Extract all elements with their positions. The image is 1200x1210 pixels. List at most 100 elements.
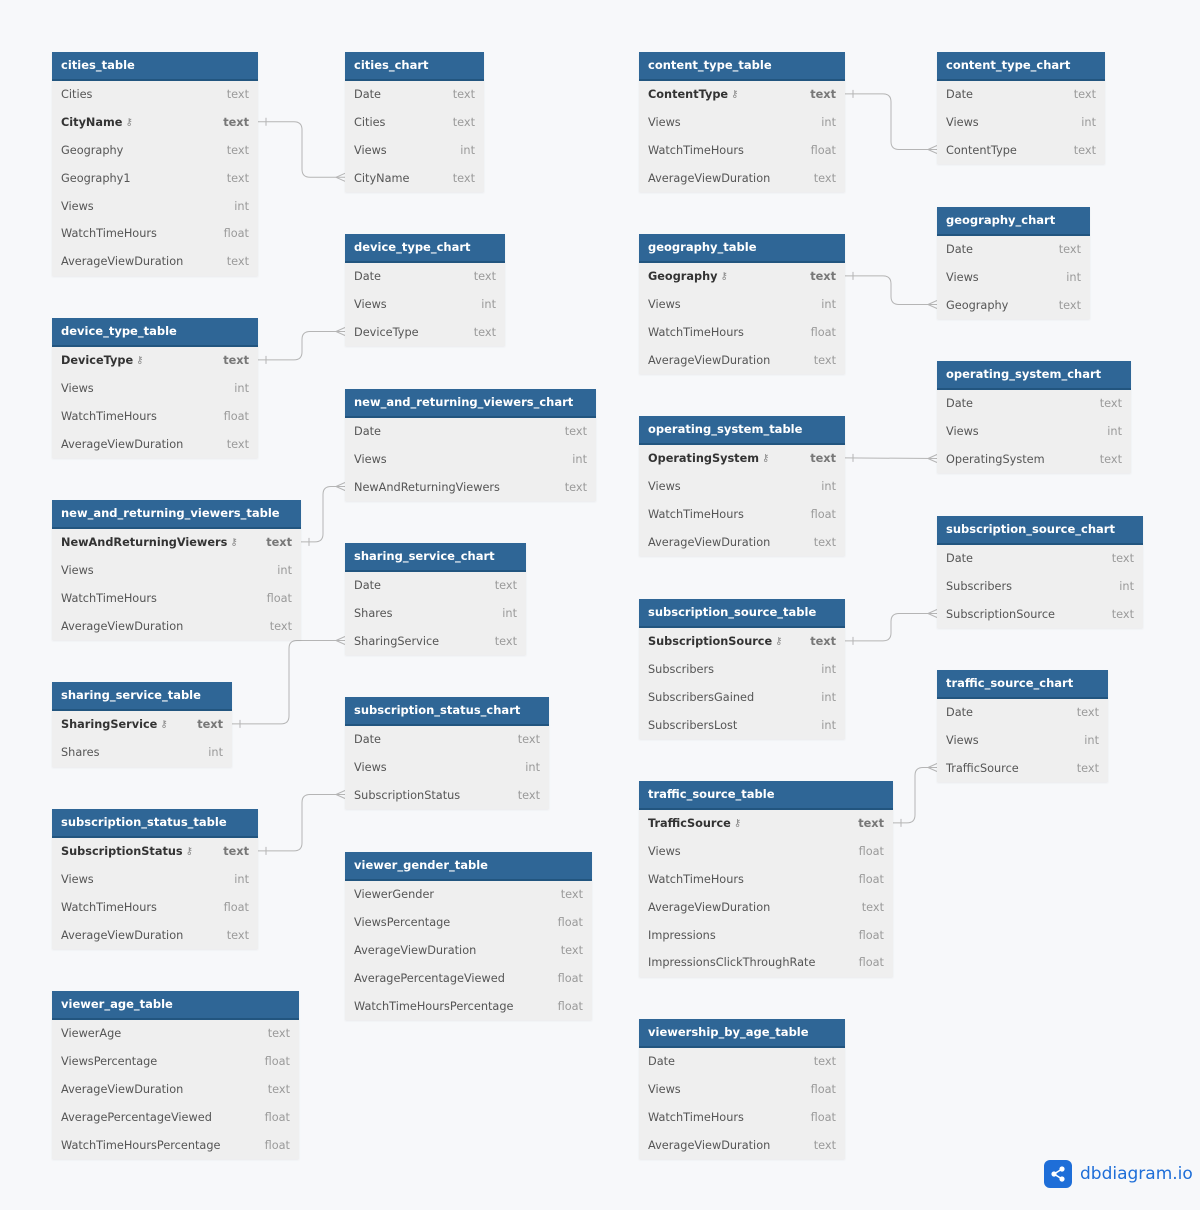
table-header[interactable]: device_type_table <box>52 318 258 347</box>
field-row[interactable]: CityName⚷text <box>52 109 258 137</box>
table-header[interactable]: cities_table <box>52 52 258 81</box>
relation-line[interactable] <box>258 121 345 178</box>
relation-line[interactable] <box>845 613 937 642</box>
table-header[interactable]: traffic_source_chart <box>937 670 1108 699</box>
table-header[interactable]: geography_table <box>639 234 845 263</box>
relation-line[interactable] <box>845 93 937 150</box>
table-header[interactable]: operating_system_table <box>639 416 845 445</box>
field-row[interactable]: SubscriptionSource⚷text <box>639 628 845 656</box>
field-row[interactable]: SubscriptionStatus⚷text <box>52 838 258 866</box>
table-header[interactable]: subscription_status_chart <box>345 697 549 726</box>
table-header[interactable]: traffic_source_table <box>639 781 893 810</box>
table-header[interactable]: content_type_table <box>639 52 845 81</box>
field-row[interactable]: Geography⚷text <box>639 263 845 291</box>
table-header[interactable]: geography_chart <box>937 207 1090 236</box>
relation-line[interactable] <box>258 794 345 852</box>
table-header[interactable]: viewer_age_table <box>52 991 299 1020</box>
field-row[interactable]: NewAndReturningViewers⚷text <box>52 529 301 557</box>
table-header[interactable]: device_type_chart <box>345 234 505 263</box>
table-header[interactable]: viewer_gender_table <box>345 852 592 881</box>
table-header[interactable]: content_type_chart <box>937 52 1105 81</box>
field-row[interactable]: DeviceType⚷text <box>52 347 258 375</box>
table-header[interactable]: new_and_returning_viewers_table <box>52 500 301 529</box>
table-header[interactable]: subscription_source_chart <box>937 516 1143 545</box>
field-row[interactable]: ContentType⚷text <box>639 81 845 109</box>
